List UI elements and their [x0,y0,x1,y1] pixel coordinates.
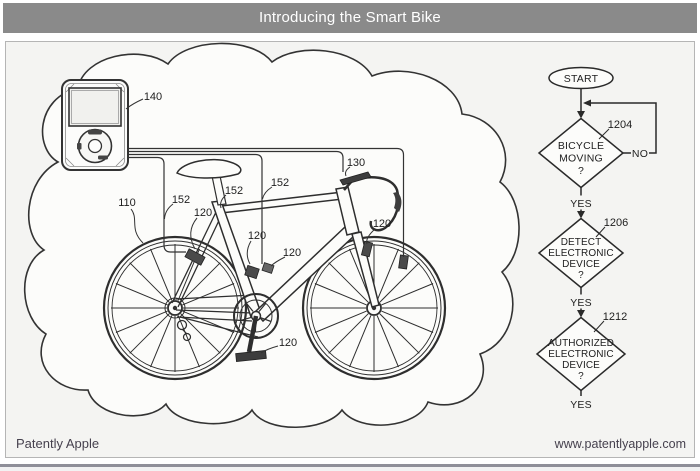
site-url-link[interactable]: www.patentlyapple.com [554,437,686,451]
ref-1204: 1204 [608,119,632,131]
bottom-divider [0,464,700,467]
ref-label-152-b: 152 [225,185,243,197]
ref-label-152-c: 152 [271,177,289,189]
ref-label-110: 110 [118,197,136,209]
sensor-wires [128,147,405,264]
flowchart: START BICYCLE MOVING ? 1204 NO YES DETEC… [535,66,657,411]
saddle [176,158,242,179]
start-label: START [564,73,599,85]
cloud-outline [23,42,520,428]
rear-wheel [102,235,248,381]
decision3-line4: ? [578,371,584,382]
decision3-line1: AUTHORIZED [548,338,614,349]
ref-1206: 1206 [604,217,628,229]
yes-label-3: YES [570,399,592,411]
media-player-device [61,79,129,171]
play-button [98,155,108,160]
ref-label-120-e: 120 [279,337,297,349]
decision2-line4: ? [578,270,584,281]
pedal-sensor [235,350,267,362]
ref-label-120-b: 120 [248,230,266,242]
ref-1212: 1212 [603,311,627,323]
yes-label-2: YES [570,297,592,309]
fork-sensor [360,240,374,258]
decision3-line2: ELECTRONIC [548,349,613,360]
decision3-line3: DEVICE [562,360,600,371]
pause-button [77,143,82,150]
decision2-line2: ELECTRONIC [548,248,613,259]
device-screen [68,87,122,127]
seat-stay-sensor [184,248,206,266]
bike-frame [171,158,380,323]
bottom-margin [0,467,700,471]
device-corner-bevels [65,83,125,167]
ref-label-152-a: 152 [172,194,190,206]
decision1-line1: BICYCLE [558,140,604,152]
ref-label-130: 130 [347,157,365,169]
front-fork [351,231,380,308]
bike-sensors [184,171,409,280]
front-wheel-sensor [398,254,409,270]
decision1-line3: ? [578,165,584,177]
brake-lever [393,192,402,212]
decision2-line1: DETECT [561,237,602,248]
ref-label-120-a: 120 [194,207,212,219]
yes-label-1: YES [570,198,592,210]
ref-label-120-c: 120 [283,247,301,259]
ref-label-140: 140 [144,91,162,103]
ref-label-120-d: 120 [373,218,391,230]
handlebar-unit [339,171,372,186]
decision1-line2: MOVING [559,153,603,165]
decision2-line3: DEVICE [562,259,600,270]
chain-and-derailleur [175,294,259,342]
reference-labels: 140 110 152 152 152 120 120 120 120 120 … [118,91,391,354]
bicycle-drawing [102,158,447,381]
site-name: Patently Apple [16,436,100,451]
no-label: NO [632,148,648,160]
label-leader-lines [125,98,376,354]
crankset [233,293,279,362]
page-title: Introducing the Smart Bike [3,3,697,33]
front-wheel-spokes [310,244,438,372]
seat-tube-sensor [244,264,260,280]
click-wheel-button [87,138,103,154]
menu-button [88,129,102,135]
